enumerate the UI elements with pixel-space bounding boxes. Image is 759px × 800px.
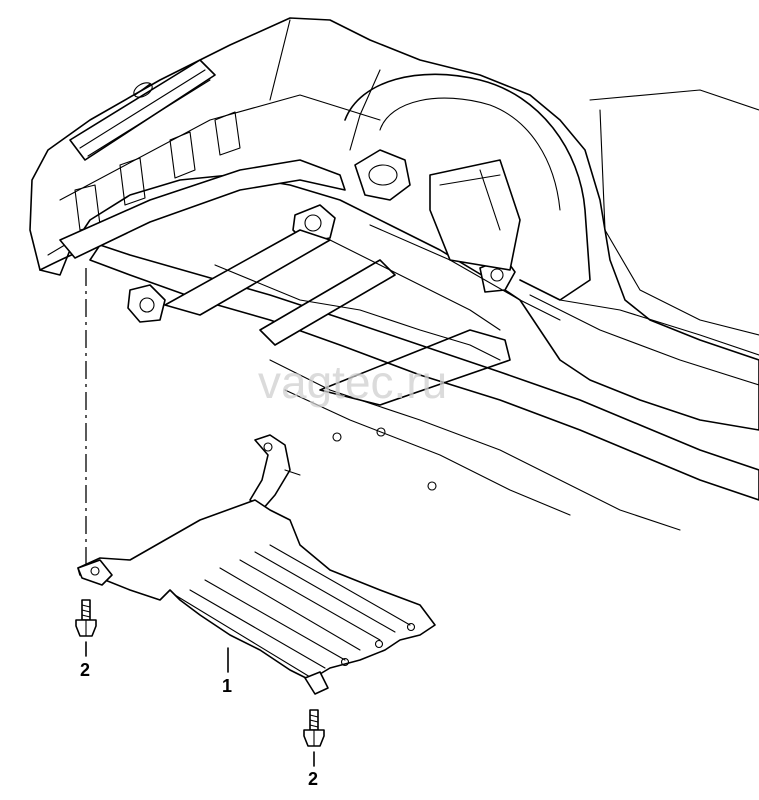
watermark: vagtec.ru <box>258 356 447 408</box>
rear-bumper <box>29 17 759 431</box>
bolt-right <box>303 709 325 767</box>
callout-1: 1 <box>222 676 232 696</box>
callout-2-left: 2 <box>80 660 90 680</box>
callout-2-right: 2 <box>308 769 318 789</box>
underbody-shield <box>77 434 436 695</box>
bolt-left <box>75 599 97 657</box>
rear-cross-member <box>59 149 759 531</box>
